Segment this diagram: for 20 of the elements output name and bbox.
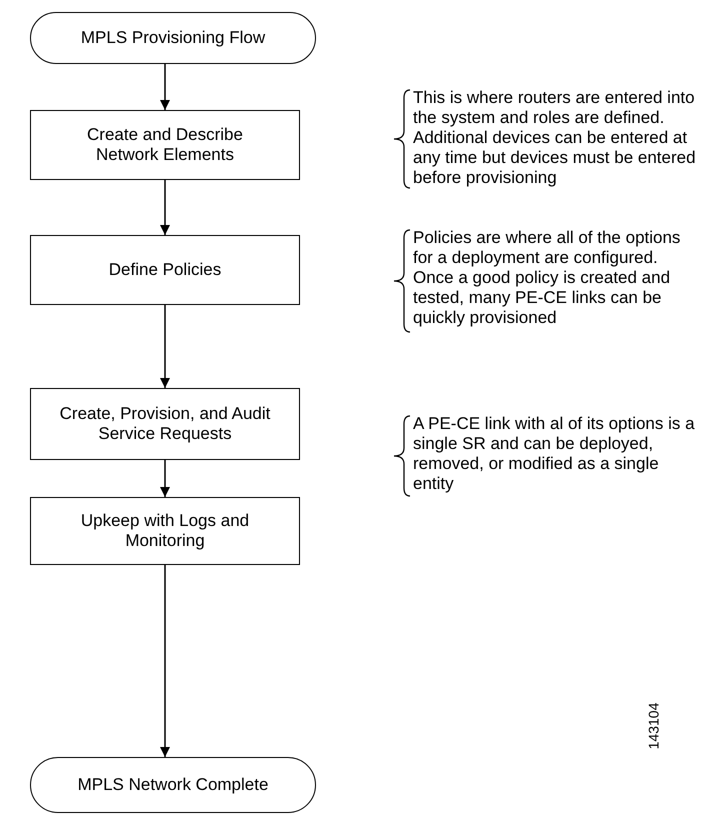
annotation-text: Policies are where all of the options for a deployment are configured. Once a good policy is created and tested, many PE-CE links can be quickly provisioned	[413, 228, 682, 328]
node-label: MPLS Network Complete	[78, 774, 268, 796]
node-label: Upkeep with Logs and Monitoring	[80, 510, 250, 552]
node-label: Define Policies	[108, 260, 222, 280]
process-box	[30, 110, 300, 180]
node-label: Create, Provision, and Audit Service Requests	[59, 404, 271, 444]
terminal-shape	[30, 12, 316, 64]
arrow	[160, 565, 170, 757]
arrow	[160, 64, 170, 110]
annotation-text: This is where routers are entered into the system and roles are defined. Additional devices can be entered at any time but devices must be entered before provisioning	[413, 88, 697, 188]
process-box	[30, 388, 300, 460]
process-box	[30, 235, 300, 305]
node-label: Create and Describe Network Elements	[86, 124, 244, 166]
node-label: MPLS Provisioning Flow	[80, 28, 266, 48]
process-box	[30, 497, 300, 565]
figure-number: 143104	[645, 702, 662, 750]
annotation-text: A PE-CE link with al of its options is a single SR and can be deployed, removed, or modified as a single entity	[413, 414, 696, 494]
arrow	[160, 460, 170, 497]
arrow	[160, 305, 170, 388]
arrow	[160, 180, 170, 235]
